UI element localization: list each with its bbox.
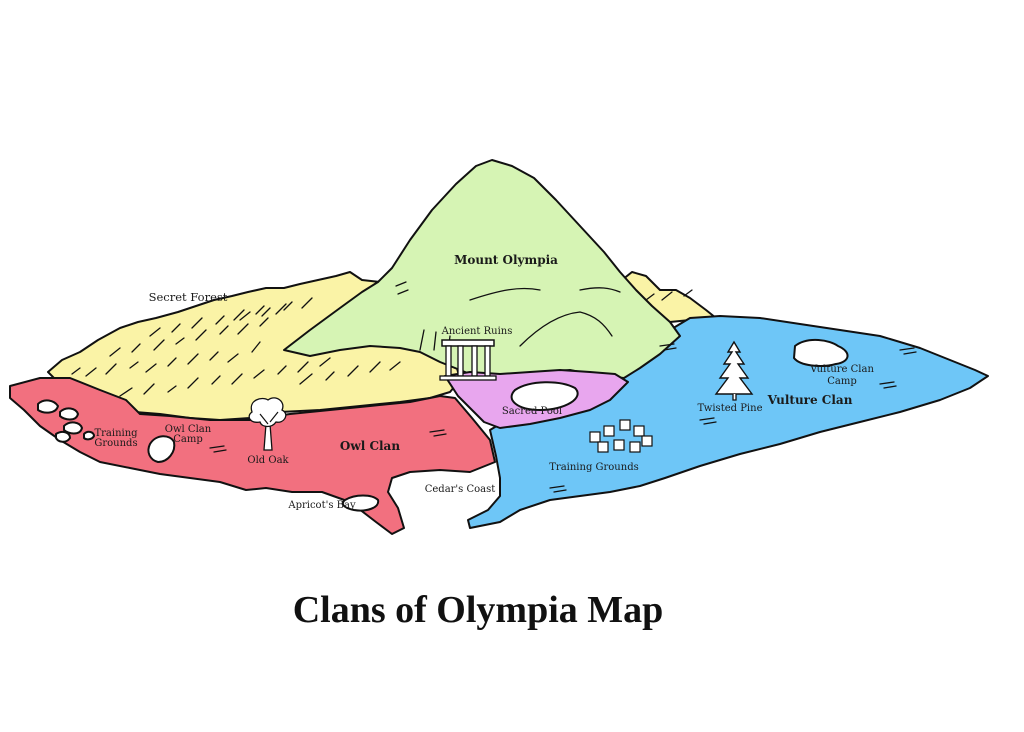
vulture-clan-region — [467, 315, 989, 529]
ancient-ruins-label: Ancient Ruins — [441, 326, 513, 337]
owl-camp-lake — [147, 435, 176, 463]
owl-lake-2 — [59, 407, 79, 421]
pine-tree-icon — [714, 340, 754, 401]
mount-olympia-region — [283, 159, 681, 379]
cedars-coast-label: Cedar's Coast — [425, 484, 496, 495]
sacred-pool-label: Sacred Pool — [502, 406, 562, 417]
mountain-hatching — [395, 281, 621, 353]
owl-clan-label: Owl Clan — [340, 439, 400, 453]
vulture-camp-lake — [793, 339, 849, 367]
owl-lake-4 — [55, 430, 71, 443]
map-title: Clans of Olympia Map — [293, 589, 664, 631]
old-oak-label: Old Oak — [247, 455, 289, 466]
forest-hatching — [71, 289, 693, 397]
owl-lake-5 — [83, 430, 95, 441]
owl-training-label-1: Training — [94, 428, 138, 439]
apricots-bay-label: Apricot's Bay — [287, 500, 356, 511]
vulture-training-label: Training Grounds — [549, 462, 638, 473]
secret-forest-label: Secret Forest — [149, 290, 228, 304]
tree-stumps-icon — [589, 419, 653, 453]
owl-clan-region — [9, 377, 496, 535]
temple-ruins-icon — [439, 339, 497, 381]
owl-camp-label-1: Owl Clan — [165, 424, 212, 435]
owl-lake-1 — [37, 399, 59, 414]
sacred-pool-water — [510, 381, 579, 411]
vulture-clan-label: Vulture Clan — [767, 393, 853, 407]
region-hatching — [209, 343, 917, 493]
owl-training-label-2: Grounds — [94, 438, 137, 449]
vulture-camp-label-1: Vulture Clan — [809, 364, 874, 375]
twisted-pine-label: Twisted Pine — [697, 403, 762, 414]
apricots-bay-water — [341, 494, 380, 512]
vulture-camp-label-2: Camp — [827, 376, 857, 387]
oak-tree-icon — [248, 397, 287, 451]
mount-olympia-label: Mount Olympia — [454, 253, 558, 267]
owl-camp-label-2: Camp — [173, 434, 203, 445]
